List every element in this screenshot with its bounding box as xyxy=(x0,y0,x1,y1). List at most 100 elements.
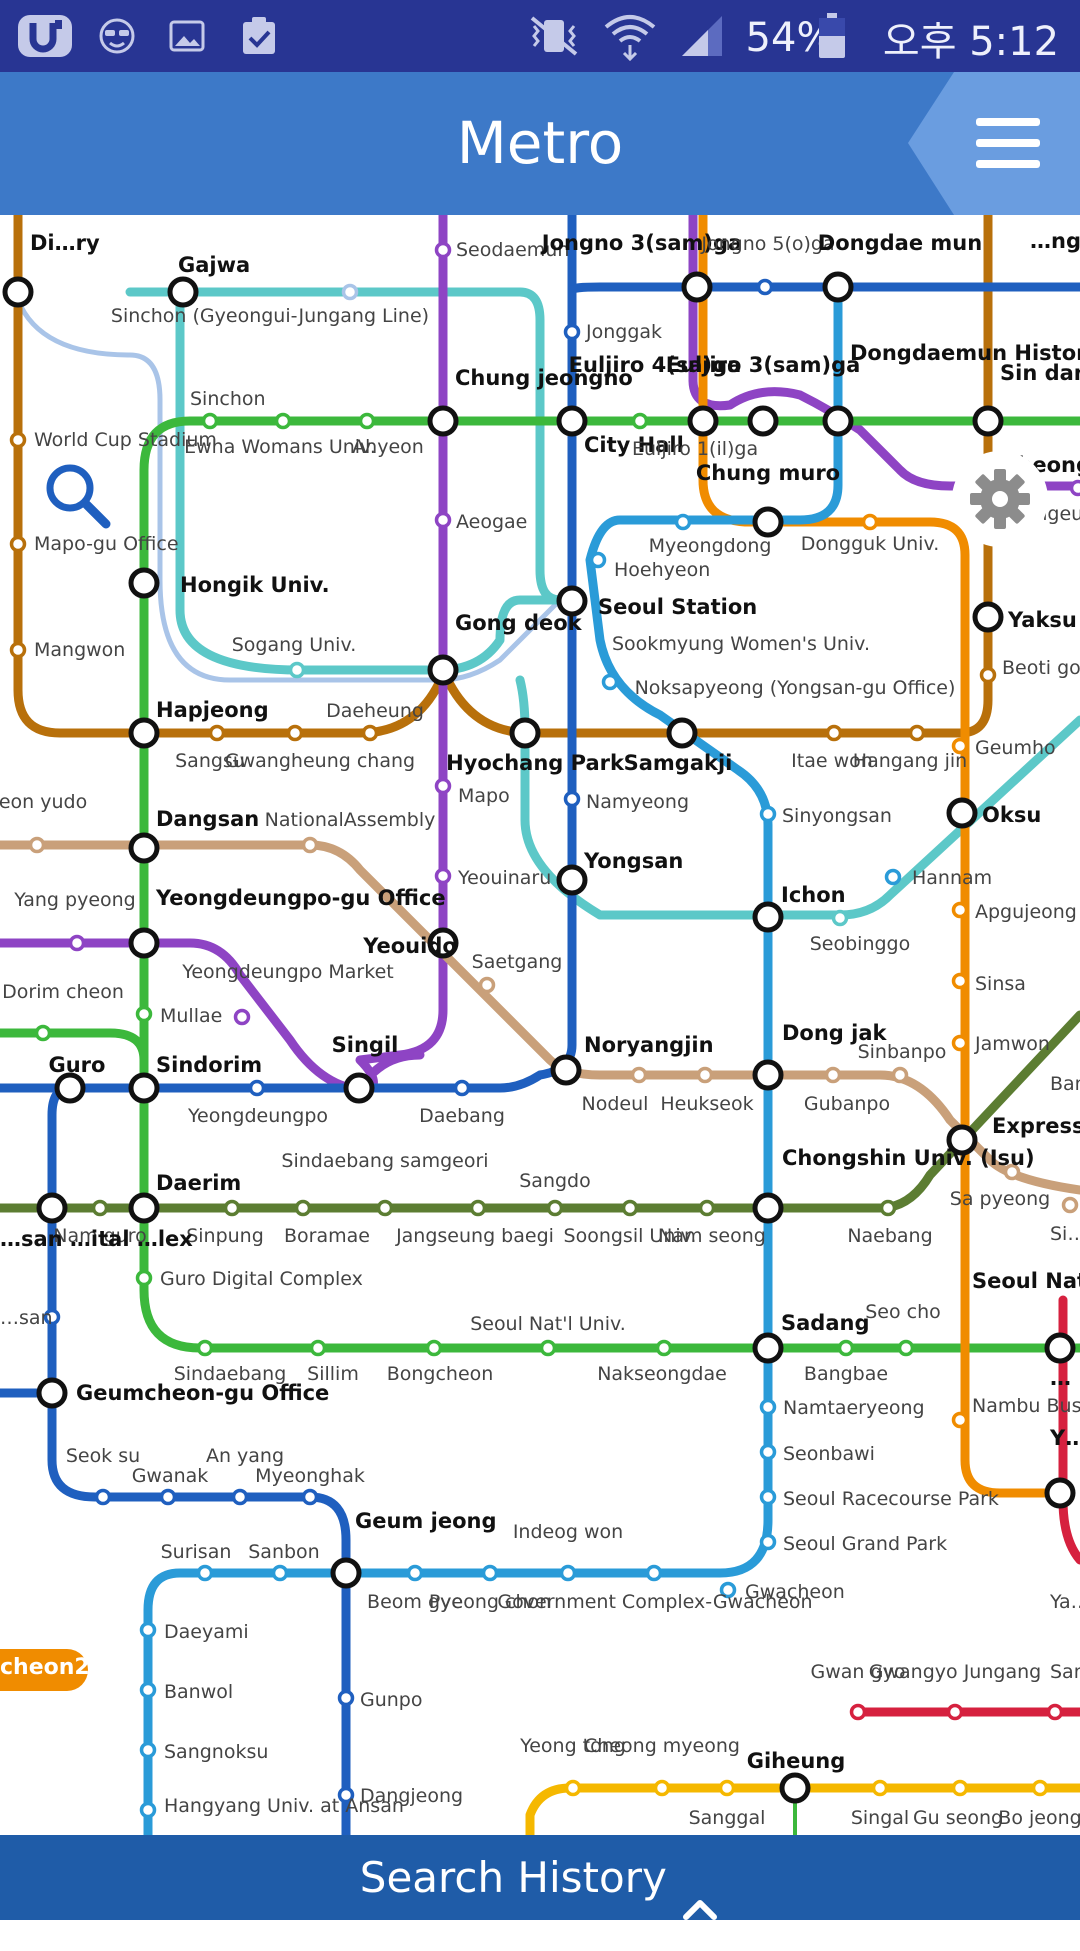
station-label[interactable]: Saetgang xyxy=(472,951,563,973)
station-label[interactable]: Giheung xyxy=(747,1749,846,1773)
station-marker[interactable] xyxy=(954,1414,967,1427)
station-label[interactable]: Express B… Termina… xyxy=(992,1114,1080,1138)
station-label[interactable]: Yongsan xyxy=(583,849,683,873)
station-marker[interactable] xyxy=(199,1342,212,1355)
station-label[interactable]: Nakseongdae xyxy=(597,1363,727,1385)
station-marker[interactable] xyxy=(12,434,25,447)
station-label[interactable]: Sanbon xyxy=(248,1541,319,1563)
station-label[interactable]: Singal xyxy=(851,1807,909,1829)
station-label[interactable]: Di…ry xyxy=(30,231,100,255)
station-label[interactable]: Namyeong xyxy=(586,791,689,813)
station-label[interactable]: Sinpung xyxy=(186,1225,264,1247)
station-label[interactable]: Boramae xyxy=(284,1225,370,1247)
station-label[interactable]: Seo cho xyxy=(865,1301,941,1323)
station-label[interactable]: Guro xyxy=(49,1053,106,1077)
station-label[interactable]: Jangseung baegi xyxy=(395,1225,554,1247)
station-marker[interactable] xyxy=(900,1342,913,1355)
station-label[interactable]: Gubanpo xyxy=(804,1093,890,1115)
station-label[interactable]: Sinsa xyxy=(975,973,1026,995)
station-marker[interactable] xyxy=(379,1202,392,1215)
station-label[interactable]: Gunpo xyxy=(360,1689,423,1711)
station-label[interactable]: Sindorim xyxy=(156,1053,262,1077)
station-marker[interactable] xyxy=(874,1782,887,1795)
station-label[interactable]: Seok su xyxy=(66,1445,140,1467)
station-marker[interactable] xyxy=(762,1536,775,1549)
station-marker[interactable] xyxy=(304,839,317,852)
station-label[interactable]: Apgujeong xyxy=(975,901,1077,923)
station-label[interactable]: Mapo xyxy=(458,785,510,807)
station-marker[interactable] xyxy=(71,937,84,950)
station-label[interactable]: Dongdae mun xyxy=(818,231,982,255)
station-marker[interactable] xyxy=(1064,1199,1077,1212)
station-label[interactable]: Yeouido xyxy=(362,934,457,958)
transfer-station-marker[interactable] xyxy=(430,408,456,434)
station-label[interactable]: Daebang xyxy=(419,1105,505,1127)
transfer-station-marker[interactable] xyxy=(825,274,851,300)
transfer-station-marker[interactable] xyxy=(949,800,975,826)
transfer-station-marker[interactable] xyxy=(755,1195,781,1221)
station-label[interactable]: Gu seong xyxy=(913,1807,1003,1829)
station-marker[interactable] xyxy=(828,727,841,740)
transfer-station-marker[interactable] xyxy=(131,1075,157,1101)
station-label[interactable]: Namtaeryeong xyxy=(783,1397,925,1419)
transfer-station-marker[interactable] xyxy=(755,1335,781,1361)
station-marker[interactable] xyxy=(291,664,304,677)
station-marker[interactable] xyxy=(762,808,775,821)
station-marker[interactable] xyxy=(344,286,357,299)
transfer-station-marker[interactable] xyxy=(755,1062,781,1088)
station-marker[interactable] xyxy=(437,244,450,257)
station-marker[interactable] xyxy=(762,1401,775,1414)
station-label[interactable]: Yang pyeong xyxy=(13,889,136,911)
transfer-station-marker[interactable] xyxy=(346,1075,372,1101)
station-label[interactable]: Noksapyeong (Yongsan-gu Office) xyxy=(635,677,956,699)
station-marker[interactable] xyxy=(656,1782,669,1795)
station-label[interactable]: Sadang xyxy=(781,1311,869,1335)
station-marker[interactable] xyxy=(312,1342,325,1355)
station-label[interactable]: Chongshin Univ. (Isu) xyxy=(782,1146,1035,1170)
station-marker[interactable] xyxy=(297,1202,310,1215)
transfer-station-marker[interactable] xyxy=(512,720,538,746)
station-marker[interactable] xyxy=(762,1491,775,1504)
station-label[interactable]: Gong deok xyxy=(455,611,583,635)
station-marker[interactable] xyxy=(37,1027,50,1040)
transfer-station-marker[interactable] xyxy=(975,604,1001,630)
station-marker[interactable] xyxy=(31,839,44,852)
station-marker[interactable] xyxy=(954,904,967,917)
transfer-station-marker[interactable] xyxy=(39,1195,65,1221)
station-marker[interactable] xyxy=(562,1567,575,1580)
station-marker[interactable] xyxy=(982,669,995,682)
station-marker[interactable] xyxy=(274,1567,287,1580)
station-marker[interactable] xyxy=(567,1782,580,1795)
station-label[interactable]: Jongno 5(o)ga xyxy=(700,233,834,255)
station-label[interactable]: Nodeul xyxy=(582,1093,649,1115)
station-label[interactable]: An yang xyxy=(206,1445,284,1467)
station-marker[interactable] xyxy=(954,1037,967,1050)
station-label[interactable]: Aeogae xyxy=(456,511,527,533)
station-label[interactable]: … r… xyxy=(1050,1366,1080,1390)
station-marker[interactable] xyxy=(840,1342,853,1355)
station-marker[interactable] xyxy=(648,1567,661,1580)
station-label[interactable]: Yeongdeungpo Market xyxy=(181,961,393,983)
station-label[interactable]: Surisan xyxy=(161,1541,232,1563)
station-marker[interactable] xyxy=(142,1804,155,1817)
station-marker[interactable] xyxy=(162,1491,175,1504)
transfer-station-marker[interactable] xyxy=(131,1195,157,1221)
station-label[interactable]: Seon yudo xyxy=(0,791,87,813)
station-marker[interactable] xyxy=(1034,1782,1047,1795)
station-label[interactable]: Ahyeon xyxy=(352,436,424,458)
station-marker[interactable] xyxy=(211,727,224,740)
station-label[interactable]: Mangwon xyxy=(34,639,125,661)
station-marker[interactable] xyxy=(142,1684,155,1697)
station-label[interactable]: Sinyongsan xyxy=(782,805,892,827)
station-marker[interactable] xyxy=(364,727,377,740)
station-marker[interactable] xyxy=(236,1011,249,1024)
station-marker[interactable] xyxy=(142,1744,155,1757)
station-marker[interactable] xyxy=(361,415,374,428)
station-label[interactable]: Sangnoksu xyxy=(164,1741,268,1763)
station-marker[interactable] xyxy=(12,644,25,657)
station-label[interactable]: Hannam xyxy=(912,867,992,889)
transfer-station-marker[interactable] xyxy=(131,930,157,956)
station-marker[interactable] xyxy=(277,415,290,428)
station-marker[interactable] xyxy=(1049,1706,1062,1719)
station-label[interactable]: Euljiro 1(il)ga xyxy=(632,438,758,460)
